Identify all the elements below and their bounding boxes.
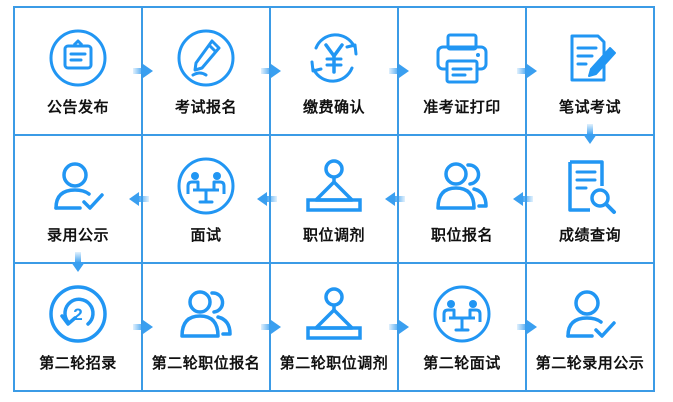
step-cell: 考试报名 (141, 6, 271, 136)
adjust-icon (306, 159, 362, 212)
step-label: 第二轮面试 (423, 354, 501, 372)
step-label: 第二轮职位报名 (151, 354, 261, 372)
arrow-left-icon (513, 192, 533, 206)
notice-icon (49, 29, 107, 87)
step-cell: 职位调剂 (269, 134, 399, 264)
step-label: 职位调剂 (302, 226, 365, 244)
arrow-right-icon (261, 64, 281, 78)
arrow-right-icon (261, 320, 281, 334)
pen-icon (177, 29, 235, 87)
step-label: 成绩查询 (558, 226, 621, 244)
step-cell: 缴费确认 (269, 6, 399, 136)
arrow-down-icon (71, 252, 85, 272)
arrow-left-icon (257, 192, 277, 206)
users-icon (180, 290, 232, 338)
arrow-right-icon (389, 64, 409, 78)
printer-icon (436, 33, 488, 84)
interview-icon (433, 285, 491, 343)
step-label: 考试报名 (174, 98, 237, 116)
step-cell: 第二轮职位调剂 (269, 262, 399, 392)
svg-text:2: 2 (73, 305, 82, 324)
step-label: 缴费确认 (302, 98, 365, 116)
arrow-left-icon (385, 192, 405, 206)
step-cell: 第二轮职位报名 (141, 262, 271, 392)
step-label: 录用公示 (46, 226, 109, 244)
user-check-icon (566, 290, 616, 338)
step-cell: 录用公示 (13, 134, 143, 264)
step-label: 职位报名 (430, 226, 493, 244)
user-check-icon (54, 162, 104, 210)
arrow-right-icon (133, 320, 153, 334)
step-label: 公告发布 (46, 98, 109, 116)
step-label: 第二轮招录 (39, 354, 117, 372)
step-label: 准考证打印 (423, 98, 501, 116)
step-cell: 笔试考试 (525, 6, 655, 136)
arrow-right-icon (389, 320, 409, 334)
step-label: 第二轮录用公示 (535, 354, 645, 372)
interview-icon (177, 157, 235, 215)
step-cell: 准考证打印 (397, 6, 527, 136)
step-label: 面试 (190, 226, 222, 244)
step-cell: 成绩查询 (525, 134, 655, 264)
document-pen-icon (570, 34, 616, 82)
users-icon (436, 162, 488, 210)
doc-search-icon (568, 160, 616, 214)
step-cell: 2 第二轮招录 (13, 262, 143, 392)
step-cell: 职位报名 (397, 134, 527, 264)
step-cell: 第二轮录用公示 (525, 262, 655, 392)
arrow-left-icon (129, 192, 149, 206)
step-cell: 公告发布 (13, 6, 143, 136)
arrow-right-icon (133, 64, 153, 78)
step-label: 第二轮职位调剂 (279, 354, 389, 372)
arrow-right-icon (517, 64, 537, 78)
step-cell: 第二轮面试 (397, 262, 527, 392)
step-label: 笔试考试 (558, 98, 621, 116)
step-cell: 面试 (141, 134, 271, 264)
arrow-right-icon (517, 320, 537, 334)
yen-icon (310, 33, 358, 83)
adjust-icon (306, 287, 362, 340)
round-two-icon: 2 (49, 285, 107, 343)
arrow-down-icon (583, 124, 597, 144)
